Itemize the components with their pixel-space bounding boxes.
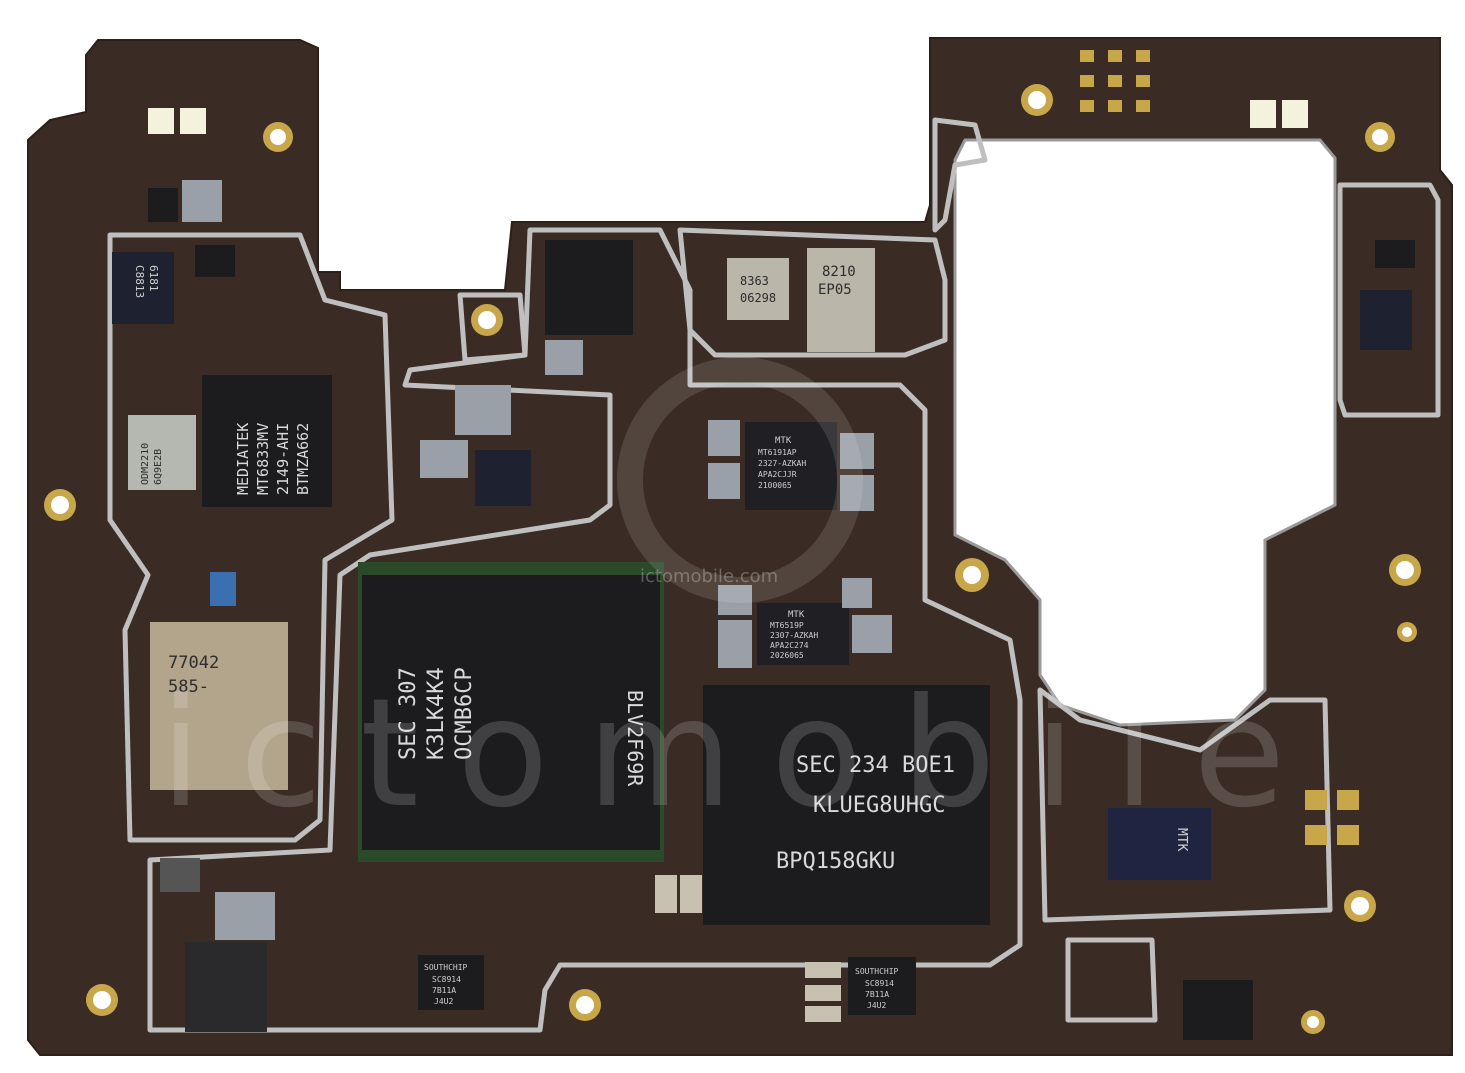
small-mid-line-2: 6Q9E2B: [153, 449, 164, 485]
mtk-lower-line-3: 2307-AZKAH: [770, 631, 818, 640]
chip-small-left: [112, 252, 174, 324]
southchip-right-label: SOUTHCHIP SC8914 7B11A J4U2: [855, 967, 899, 1010]
chip-rf-front: [150, 622, 288, 790]
mtk-upper-line-3: 2327-AZKAH: [758, 459, 806, 468]
chip-pa-ep: [807, 248, 875, 352]
camera-cutout: [953, 138, 1337, 727]
shield-frame-lines: [107, 117, 1441, 1033]
chip-mtk-right: [1108, 808, 1211, 880]
mtk-lower-line-1: MTK: [788, 610, 805, 620]
sc-left-line-1: SOUTHCHIP: [424, 963, 468, 972]
pa-ep-label: 8210 EP05: [818, 264, 856, 298]
mounting-holes: [44, 84, 1421, 1034]
small-mid-label: ODM2210 6Q9E2B: [140, 443, 164, 485]
ram-side-label: BLV2F69R: [623, 690, 647, 787]
rf-front-label: 77042 585-: [168, 653, 219, 697]
misc-components: [148, 50, 1415, 1040]
ufs-line-2: KLUEG8UHGC: [813, 793, 945, 818]
mtk-upper-label: MTK MT6191AP 2327-AZKAH APA2CJJR 2100065: [758, 436, 806, 490]
small-left-line-2: C8813: [133, 265, 146, 298]
pmic-line-1: MEDIATEK: [234, 423, 252, 495]
watermark-large: ictomobile: [160, 667, 1323, 841]
ram-side-text: BLV2F69R: [623, 690, 647, 787]
southchip-left-label: SOUTHCHIP SC8914 7B11A J4U2: [424, 963, 468, 1006]
sc-left-line-2: SC8914: [432, 975, 461, 984]
chip-southchip-left: [418, 955, 484, 1010]
mtk-upper-line-1: MTK: [775, 436, 792, 446]
sc-right-line-3: 7B11A: [865, 990, 889, 999]
ram-line-2: K3LK4K4: [424, 667, 449, 760]
mtk-lower-label: MTK MT6519P 2307-AZKAH APA2C274 2026065: [770, 610, 818, 660]
ram-line-1: SEC 307: [396, 667, 421, 760]
sc-left-line-3: 7B11A: [432, 986, 456, 995]
mtk-lower-line-2: MT6519P: [770, 621, 804, 630]
sc-right-line-4: J4U2: [867, 1001, 886, 1010]
pa-ep-line-1: 8210: [822, 264, 856, 280]
ufs-line-1: SEC 234 BOE1: [796, 753, 955, 778]
pa-top-line-1: 8363: [740, 274, 769, 288]
mtk-right-line-1: MTK: [1174, 828, 1189, 852]
ufs-label: SEC 234 BOE1 KLUEG8UHGC BPQ158GKU: [776, 753, 955, 874]
pa-ep-line-2: EP05: [818, 282, 852, 298]
rf-line-1: 77042: [168, 653, 219, 673]
chip-mtk-lower: [757, 603, 849, 665]
sc-right-line-2: SC8914: [865, 979, 894, 988]
pmic-line-2: MT6833MV: [254, 423, 272, 495]
chip-pmic: [202, 375, 332, 507]
pa-top-line-2: 06298: [740, 291, 776, 305]
chip-small-mid: [128, 415, 196, 490]
mtk-upper-line-5: 2100065: [758, 481, 792, 490]
small-left-label: 6181 C8813: [133, 265, 160, 298]
rf-line-2: 585-: [168, 677, 209, 697]
mtk-upper-line-4: APA2CJJR: [758, 470, 797, 479]
mtk-lower-line-5: 2026065: [770, 651, 804, 660]
watermark: ictomobile ictomobile.com: [160, 357, 1323, 841]
chip-southchip-right: [848, 957, 916, 1015]
chip-ram: [358, 562, 664, 862]
watermark-small: ictomobile.com: [640, 566, 778, 587]
ufs-line-3: BPQ158GKU: [776, 849, 895, 874]
pmic-label: MEDIATEK MT6833MV 2149-AHI BTMZA662: [234, 423, 312, 495]
mtk-lower-line-4: APA2C274: [770, 641, 809, 650]
sc-right-line-1: SOUTHCHIP: [855, 967, 899, 976]
chip-ufs: [703, 685, 990, 925]
ram-label: SEC 307 K3LK4K4 OCMB6CP: [396, 667, 477, 760]
ram-line-3: OCMB6CP: [452, 667, 477, 760]
pmic-line-3: 2149-AHI: [274, 423, 292, 495]
small-mid-line-1: ODM2210: [140, 443, 151, 485]
led-pads: [148, 100, 1308, 134]
pa-top-label: 8363 06298: [740, 274, 776, 305]
chip-mtk-upper: [745, 422, 837, 510]
small-left-line-1: 6181: [147, 265, 160, 292]
mtk-right-label: MTK: [1174, 828, 1189, 852]
mtk-upper-line-2: MT6191AP: [758, 448, 797, 457]
pmic-line-4: BTMZA662: [294, 423, 312, 495]
chip-pa-top: [727, 258, 789, 320]
sc-left-line-4: J4U2: [434, 997, 453, 1006]
